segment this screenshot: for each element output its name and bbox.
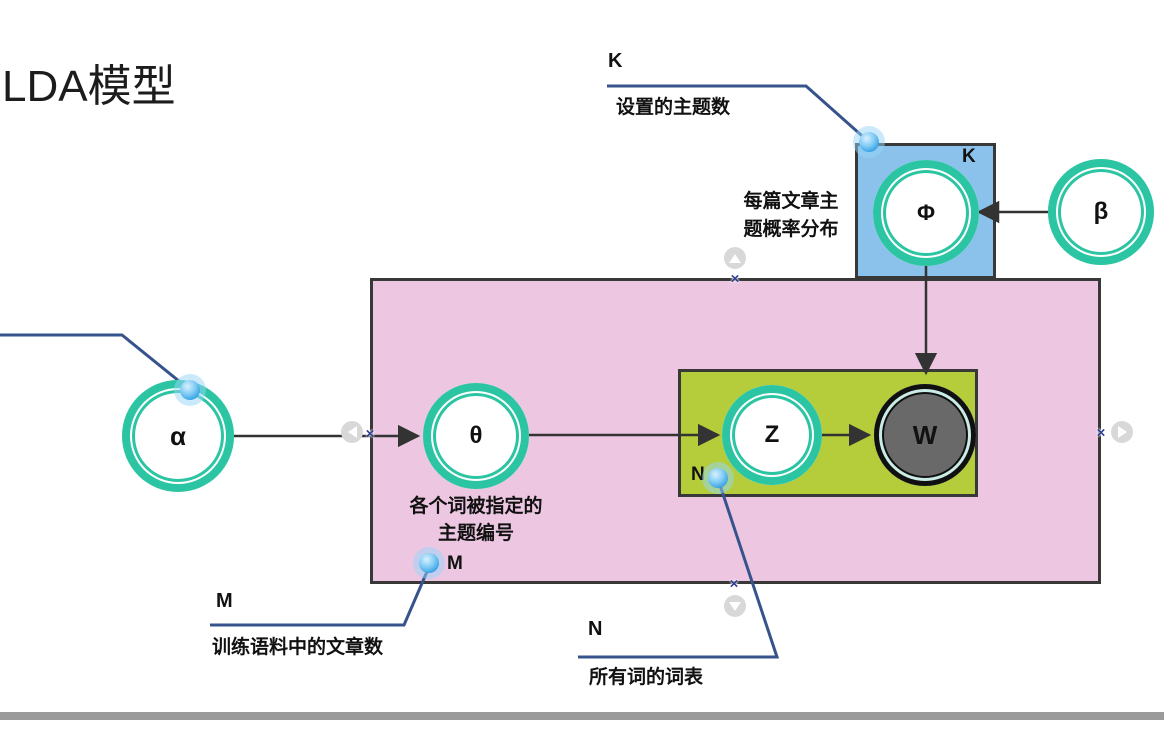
callout-m-label: M <box>216 590 233 612</box>
nav-arrow-down[interactable] <box>724 595 746 617</box>
callout-line-m[interactable] <box>210 566 431 627</box>
plate-m-point-label: M <box>447 553 463 574</box>
callout-n-description: 所有词的词表 <box>589 667 704 688</box>
callout-line-n[interactable] <box>578 478 780 659</box>
plate-n-corner-label: N <box>691 464 705 485</box>
callout-n-label: N <box>588 618 603 640</box>
nav-arrow-up[interactable] <box>724 247 746 269</box>
phi-note-line1: 每篇文章主 <box>743 191 839 212</box>
page-title: LDA模型 <box>2 62 176 111</box>
anchor-x-right[interactable]: × <box>1096 424 1106 442</box>
node-z[interactable]: Z <box>722 385 822 485</box>
plate-k-corner-label: K <box>962 146 976 167</box>
node-phi-label: Φ <box>916 200 936 225</box>
arrow-right-icon <box>1117 426 1127 438</box>
theta-note-line1: 各个词被指定的 <box>409 496 543 517</box>
theta-note-line2: 主题编号 <box>437 523 514 544</box>
horizontal-scrollbar[interactable] <box>0 712 1164 720</box>
arrow-left-icon <box>347 426 357 438</box>
handle-dot-m-plate[interactable] <box>419 553 439 573</box>
arrow-up-icon <box>729 253 741 263</box>
callout-m-description: 训练语料中的文章数 <box>212 637 384 658</box>
node-theta[interactable]: θ <box>423 383 529 489</box>
phi-note-line2: 题概率分布 <box>743 219 839 240</box>
node-w[interactable]: W <box>874 384 976 486</box>
node-alpha[interactable]: α <box>122 380 234 492</box>
node-phi[interactable]: Φ <box>873 160 979 266</box>
handle-dot-alpha[interactable] <box>180 380 200 400</box>
anchor-x-top[interactable]: × <box>730 270 740 288</box>
nav-arrow-right[interactable] <box>1111 421 1133 443</box>
node-beta[interactable]: β <box>1048 159 1154 265</box>
node-w-label: W <box>912 419 938 450</box>
node-theta-label: θ <box>469 422 483 449</box>
arrow-down-icon <box>729 601 741 611</box>
node-beta-label: β <box>1093 198 1109 225</box>
node-z-label: Z <box>764 421 780 448</box>
nav-arrow-left[interactable] <box>341 421 363 443</box>
callout-line-k[interactable] <box>607 84 870 144</box>
callout-k-label: K <box>608 50 623 72</box>
handle-dot-n-plate[interactable] <box>708 468 728 488</box>
anchor-x-left[interactable]: × <box>365 425 375 443</box>
anchor-x-bottom[interactable]: × <box>729 575 739 593</box>
callout-k-description: 设置的主题数 <box>616 97 731 118</box>
callout-line-alpha[interactable] <box>0 333 191 392</box>
node-alpha-label: α <box>170 420 186 451</box>
phi-note: 每篇文章主 题概率分布 <box>735 188 847 244</box>
theta-note: 各个词被指定的 主题编号 <box>400 493 552 547</box>
handle-dot-k-plate[interactable] <box>859 132 879 152</box>
